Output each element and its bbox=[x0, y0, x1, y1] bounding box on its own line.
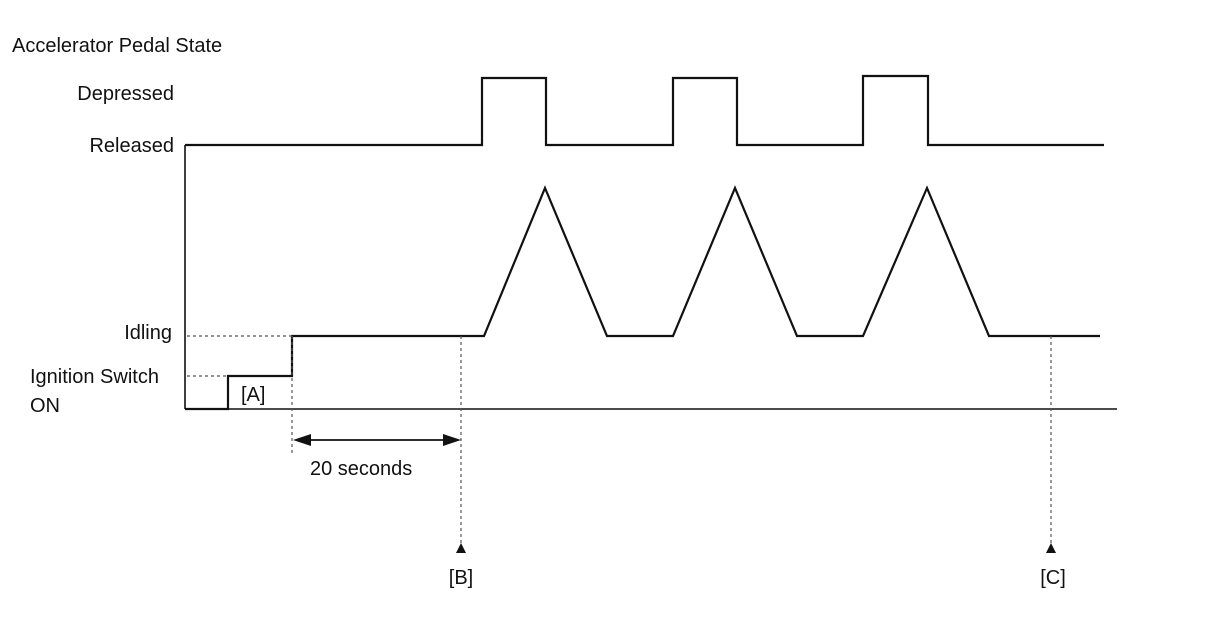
marker-c-label: [C] bbox=[1040, 567, 1066, 589]
duration-arrow-left-icon bbox=[293, 434, 311, 446]
duration-label: 20 seconds bbox=[310, 458, 412, 480]
idling-level-label: Idling bbox=[124, 322, 172, 344]
engine-speed-waveform bbox=[185, 185, 1100, 411]
ignition-switch-label-line2: ON bbox=[30, 395, 60, 417]
depressed-level-label: Depressed bbox=[77, 83, 174, 105]
duration-arrow-right-icon bbox=[443, 434, 461, 446]
pedal-state-waveform bbox=[185, 74, 1104, 147]
marker-b-label: [B] bbox=[449, 567, 473, 589]
accelerator-pedal-state-title: Accelerator Pedal State bbox=[12, 35, 222, 57]
ignition-switch-label-line1: Ignition Switch bbox=[30, 366, 159, 388]
released-level-label: Released bbox=[89, 135, 174, 157]
marker-a-label: [A] bbox=[241, 384, 265, 406]
marker-c-triangle-icon bbox=[1046, 543, 1056, 553]
marker-b-triangle-icon bbox=[456, 543, 466, 553]
